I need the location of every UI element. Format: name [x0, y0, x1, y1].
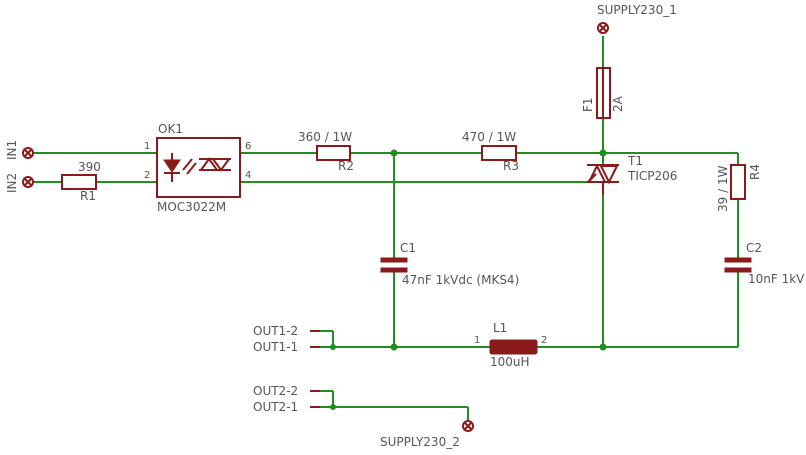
inductor-l1: L1 100uH 1 2: [474, 321, 547, 369]
junction-dot: [599, 343, 607, 351]
r2-value: 360 / 1W: [298, 130, 352, 144]
supply-top-label: SUPPLY230_1: [597, 3, 677, 17]
resistor-r3: 470 / 1W R3: [462, 130, 519, 173]
supply-bottom-label: SUPPLY230_2: [380, 435, 460, 449]
l1-pin-2: 2: [541, 335, 547, 346]
out1-2-label: OUT1-2: [253, 324, 298, 338]
r4-name: R4: [748, 164, 762, 180]
wires: [32, 36, 739, 420]
junction-dot: [390, 343, 398, 351]
ok1-value: MOC3022M: [157, 200, 226, 214]
r1-value: 390: [78, 160, 101, 174]
resistor-r4: R4 39 / 1W: [716, 164, 762, 212]
f1-name: F1: [581, 97, 595, 112]
l1-pin-1: 1: [474, 335, 480, 346]
supply-terminal-top: SUPPLY230_1: [597, 3, 677, 34]
l1-name: L1: [493, 321, 507, 335]
r3-name: R3: [503, 159, 519, 173]
r1-name: R1: [80, 189, 96, 203]
r4-value: 39 / 1W: [716, 165, 730, 212]
in2-label: IN2: [5, 173, 19, 193]
resistor-r2: 360 / 1W R2: [298, 130, 354, 173]
l1-value: 100uH: [490, 355, 530, 369]
out2-1-label: OUT2-1: [253, 400, 298, 414]
triac-t1: T1 TICP206: [587, 154, 677, 195]
c2-name: C2: [746, 241, 762, 255]
c1-value: 47nF 1kVdc (MKS4): [402, 273, 519, 287]
input-terminal-in2: IN2: [5, 173, 34, 193]
t1-value: TICP206: [627, 169, 677, 183]
optocoupler-ok1: OK1 MOC3022M 1 2 6 4: [144, 122, 251, 214]
capacitor-c1: C1 47nF 1kVdc (MKS4): [380, 241, 519, 287]
junction-dot: [330, 404, 336, 410]
junction-dot: [390, 149, 398, 157]
ok1-pin-1: 1: [144, 141, 150, 152]
ok1-pin-4: 4: [245, 170, 251, 181]
input-terminal-in1: IN1: [5, 140, 34, 160]
in1-label: IN1: [5, 140, 19, 160]
r2-name: R2: [338, 159, 354, 173]
r3-value: 470 / 1W: [462, 130, 516, 144]
c1-name: C1: [400, 241, 416, 255]
ok1-pin-6: 6: [245, 141, 251, 152]
output-connector-out2: OUT2-2 OUT2-1: [253, 384, 320, 414]
out2-2-label: OUT2-2: [253, 384, 298, 398]
resistor-r1: 390 R1: [61, 160, 101, 203]
f1-value: 2A: [611, 95, 625, 112]
supply-terminal-bottom: SUPPLY230_2: [380, 420, 474, 449]
c2-value: 10nF 1kV: [748, 272, 805, 286]
junctions: [330, 149, 607, 410]
fuse-f1: F1 2A: [581, 67, 625, 119]
ok1-pin-2: 2: [144, 170, 150, 181]
capacitor-c2: C2 10nF 1kV: [724, 241, 805, 286]
junction-dot: [599, 149, 607, 157]
out1-1-label: OUT1-1: [253, 340, 298, 354]
t1-name: T1: [627, 154, 643, 168]
junction-dot: [330, 344, 336, 350]
ok1-name: OK1: [158, 122, 183, 136]
output-connector-out1: OUT1-2 OUT1-1: [253, 324, 320, 354]
